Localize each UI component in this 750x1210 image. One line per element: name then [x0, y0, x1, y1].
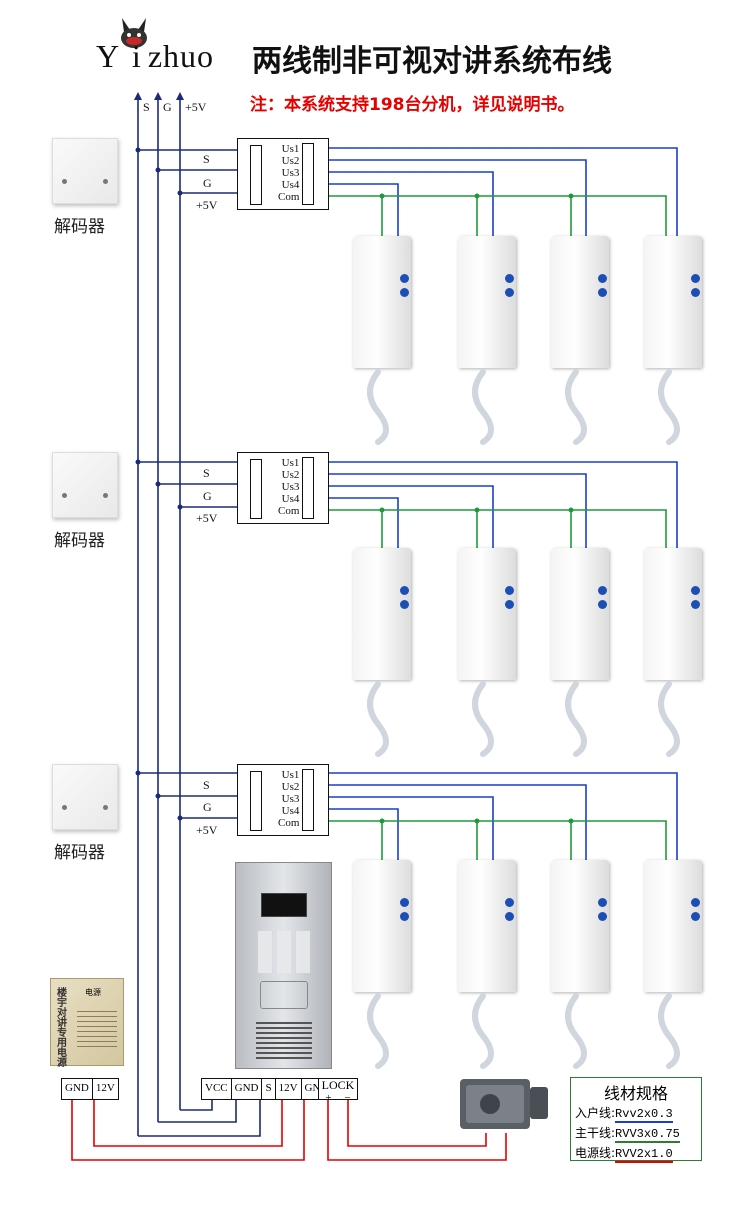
junction-box: Us1 Us2 Us3 Us4 Com	[237, 452, 329, 524]
term-s: S	[262, 1079, 276, 1099]
spec-trunk-value: RVV3x0.75	[615, 1127, 680, 1143]
term-vcc: VCC	[202, 1079, 232, 1099]
handset-icon	[353, 236, 411, 368]
handset-icon	[644, 236, 702, 368]
handset-icon	[458, 548, 516, 680]
psu-vertical-text: 楼宇对讲专用电源	[57, 988, 67, 1069]
page-title: 两线制非可视对讲系统布线	[252, 44, 612, 79]
junction-box: Us1 Us2 Us3 Us4 Com	[237, 764, 329, 836]
bus-label-s: S	[143, 100, 150, 114]
lock-label: LOCK	[321, 1078, 355, 1092]
power-terminal-block: GND 12V	[61, 1078, 119, 1100]
port-us3: Us3	[281, 167, 300, 179]
port-us2: Us2	[281, 469, 300, 481]
tap-label-g: G	[203, 176, 212, 190]
brand-rest: zhuo	[147, 38, 215, 74]
decoder-icon	[52, 452, 118, 518]
spec-row-trunk: 主干线:RVV3x0.75	[575, 1124, 701, 1144]
panel-terminal-block: VCC GND S 12V GND	[201, 1078, 333, 1100]
spec-trunk-label: 主干线:	[575, 1126, 616, 1140]
port-us1: Us1	[281, 143, 300, 155]
port-com: Com	[278, 817, 300, 829]
handset-icon	[551, 236, 609, 368]
decoder-label: 解码器	[54, 843, 105, 863]
decoder-icon	[52, 138, 118, 204]
handset-icon	[353, 548, 411, 680]
decoder-label: 解码器	[54, 531, 105, 551]
handset-icon	[644, 860, 702, 992]
handset-icon	[458, 236, 516, 368]
spec-title: 线材规格	[603, 1084, 668, 1103]
term-gnd: GND	[232, 1079, 263, 1099]
port-com: Com	[278, 191, 300, 203]
port-us2: Us2	[281, 155, 300, 167]
bus-label-g: G	[163, 100, 172, 114]
tap-label-s: S	[203, 778, 210, 792]
spec-row-power: 电源线:RVV2x1.0	[575, 1144, 701, 1164]
system-note: 注：本系统支持198台分机，详见说明书。	[250, 95, 575, 115]
bus-label-5v: +5V	[185, 100, 207, 114]
handset-icon	[353, 860, 411, 992]
tap-label-g: G	[203, 489, 212, 503]
tap-label-5v: +5V	[196, 511, 218, 525]
spec-power-label: 电源线:	[575, 1146, 616, 1160]
tap-label-g: G	[203, 800, 212, 814]
decoder-label: 解码器	[54, 217, 105, 237]
port-us4: Us4	[281, 805, 300, 817]
handset-icon	[551, 860, 609, 992]
port-com: Com	[278, 505, 300, 517]
lock-terminal-block: LOCK + −	[318, 1078, 358, 1104]
port-us4: Us4	[281, 179, 300, 191]
electric-lock-icon	[458, 1075, 550, 1133]
port-us1: Us1	[281, 457, 300, 469]
port-us3: Us3	[281, 481, 300, 493]
brand-letter-y: Y	[96, 38, 119, 74]
tap-label-s: S	[203, 466, 210, 480]
junction-box: Us1 Us2 Us3 Us4 Com	[237, 138, 329, 210]
tap-label-s: S	[203, 152, 210, 166]
wire-spec-box: 线材规格 入户线:Rvv2x0.3 主干线:RVV3x0.75 电源线:RVV2…	[570, 1077, 702, 1164]
lock-plus: +	[325, 1092, 332, 1104]
term-gnd: GND	[62, 1079, 93, 1099]
decoder-icon	[52, 764, 118, 830]
spec-row-home: 入户线:Rvv2x0.3	[575, 1104, 701, 1124]
port-us2: Us2	[281, 781, 300, 793]
psu-title: 电源	[85, 988, 101, 997]
term-12v: 12V	[95, 1082, 115, 1094]
port-us1: Us1	[281, 769, 300, 781]
door-panel-icon	[235, 862, 332, 1069]
handset-icon	[644, 548, 702, 680]
tap-label-5v: +5V	[196, 198, 218, 212]
power-supply-icon: 电源 楼宇对讲专用电源	[50, 978, 124, 1069]
spec-home-label: 入户线:	[575, 1106, 616, 1120]
spec-power-value: RVV2x1.0	[615, 1147, 673, 1163]
term-12v: 12V	[276, 1079, 302, 1099]
port-us3: Us3	[281, 793, 300, 805]
handset-icon	[551, 548, 609, 680]
spec-home-value: Rvv2x0.3	[615, 1107, 673, 1123]
brand-letter-i: i	[131, 38, 142, 74]
handset-icon	[458, 860, 516, 992]
tap-label-5v: +5V	[196, 823, 218, 837]
rabbit-logo-icon	[114, 16, 154, 50]
lock-minus: −	[344, 1092, 351, 1104]
port-us4: Us4	[281, 493, 300, 505]
